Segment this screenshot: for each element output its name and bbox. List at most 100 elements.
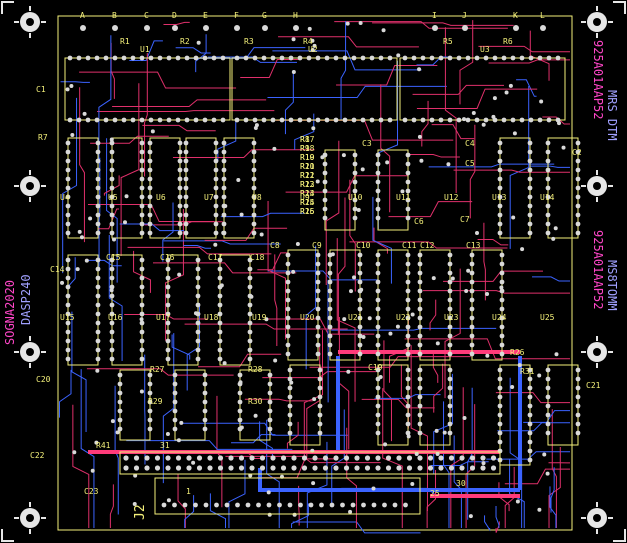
top-label-h: H: [293, 11, 298, 20]
pad: [109, 167, 115, 173]
resistor-label-r1: R1: [120, 37, 130, 46]
trace: [60, 81, 90, 83]
pad: [221, 149, 227, 155]
label-r28: R28: [248, 365, 263, 374]
pad: [65, 356, 71, 362]
pad: [327, 351, 333, 357]
pad: [195, 320, 201, 326]
pad: [317, 403, 323, 409]
pad: [406, 455, 413, 461]
pad: [351, 117, 357, 123]
resistor-label-r5: R5: [443, 37, 453, 46]
trace: [98, 35, 112, 164]
pad: [112, 25, 118, 31]
resistor-stack-r13: R13: [300, 180, 315, 189]
label-r30: R30: [248, 397, 263, 406]
pad: [497, 185, 503, 191]
pad: [360, 117, 366, 123]
trace: [444, 268, 461, 399]
via: [193, 311, 198, 316]
pad: [65, 230, 71, 236]
pad: [238, 455, 245, 461]
via: [264, 317, 269, 322]
via: [471, 111, 476, 116]
pad: [270, 55, 276, 61]
pin-number-25: 25: [430, 489, 440, 498]
chip-label-u19: U19: [252, 313, 267, 322]
pad: [109, 293, 115, 299]
pad: [315, 261, 321, 267]
pad: [411, 117, 417, 123]
trace: [422, 290, 570, 294]
pad: [497, 176, 503, 182]
pad: [67, 55, 73, 61]
trace: [291, 503, 309, 528]
via: [221, 230, 226, 235]
connector-j2-outline: [154, 477, 421, 515]
pad: [333, 465, 339, 471]
trace: [171, 334, 191, 360]
pad: [203, 25, 209, 31]
chip-label-u10: U10: [348, 193, 363, 202]
label-r26: R26: [510, 348, 525, 357]
via: [239, 212, 244, 217]
pad: [499, 342, 505, 348]
pad: [183, 230, 189, 236]
pad: [405, 252, 411, 258]
resistor-stack-r25: R25: [300, 207, 315, 216]
pad: [144, 25, 150, 31]
resistor-stack-r23: R23: [300, 189, 315, 198]
pad: [65, 167, 71, 173]
pad: [545, 203, 551, 209]
via: [124, 194, 129, 199]
pad: [447, 351, 453, 357]
trace: [372, 196, 392, 284]
pad: [375, 455, 381, 461]
pad: [261, 55, 267, 61]
pad: [65, 149, 71, 155]
pad: [67, 117, 73, 123]
pad: [375, 394, 381, 400]
pad: [285, 342, 291, 348]
chip-label-u11: U11: [396, 193, 411, 202]
pad: [405, 412, 411, 418]
pad: [298, 502, 303, 508]
chip-outline: [287, 249, 319, 361]
via: [557, 121, 562, 126]
pad: [545, 176, 551, 182]
via: [537, 373, 542, 378]
pad: [285, 333, 291, 339]
pad: [76, 117, 82, 123]
pad: [95, 338, 101, 344]
pad: [497, 403, 503, 409]
pad: [459, 455, 465, 461]
pad: [354, 465, 360, 471]
pad: [202, 390, 208, 396]
pad: [256, 502, 261, 508]
pad: [117, 399, 123, 405]
pad: [279, 117, 285, 123]
pad: [247, 266, 253, 272]
pad: [177, 185, 183, 191]
pad: [109, 338, 115, 344]
pad: [203, 502, 209, 508]
pad: [166, 55, 172, 61]
trace: [220, 212, 305, 218]
trace: [484, 515, 491, 532]
pad: [327, 288, 333, 294]
pad: [510, 55, 516, 61]
pad: [85, 55, 91, 61]
pad: [221, 212, 227, 218]
pad: [555, 55, 561, 61]
pad: [417, 315, 423, 321]
pad: [469, 252, 475, 258]
pad: [497, 167, 503, 173]
pad: [545, 394, 551, 400]
pad: [527, 403, 533, 409]
pad: [480, 465, 486, 471]
pad: [405, 324, 411, 330]
pad: [417, 430, 423, 436]
via: [410, 312, 415, 317]
pad: [177, 203, 183, 209]
via: [236, 177, 241, 182]
